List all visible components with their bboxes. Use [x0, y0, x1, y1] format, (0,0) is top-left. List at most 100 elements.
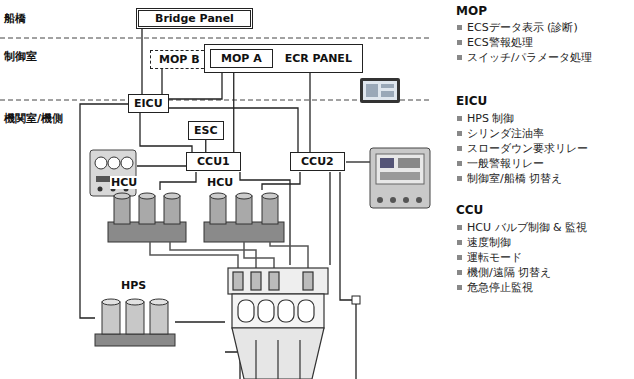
hps-pump: [126, 302, 144, 334]
process-box: ESC: [188, 121, 224, 140]
engine-valve: [303, 272, 313, 290]
engine-block: [232, 294, 324, 328]
monitor-panel: [366, 84, 378, 97]
cable-gland: [403, 197, 409, 203]
hp-pipe: [270, 242, 308, 268]
bullet-text: スローダウン要求リレー: [467, 142, 588, 155]
bullet-text: 制御室/船橋 切替え: [467, 172, 562, 185]
wire: [329, 172, 330, 265]
hcu-block: [108, 222, 186, 242]
node-label: MOP B: [159, 53, 200, 66]
wire: [340, 172, 356, 379]
hcu-cylinder-top: [210, 193, 226, 199]
bullet-square: [457, 146, 462, 151]
engine-drawing: [228, 268, 328, 379]
box-module: [380, 172, 420, 180]
box-board: [376, 154, 424, 184]
panel-body: [90, 150, 136, 196]
connector-line: [161, 69, 162, 94]
part-label: HCU: [206, 176, 234, 189]
bullet-text: HCU バルブ制御 & 監視: [467, 221, 587, 234]
wire: [262, 172, 300, 190]
engine-top: [228, 268, 328, 294]
bullet-text: ECS警報処理: [467, 36, 533, 49]
node-label: CCU2: [301, 155, 334, 168]
hcu-block: [204, 222, 284, 242]
bullet-square: [457, 270, 462, 275]
part-label: HPS: [120, 279, 147, 292]
monitor-icon: [360, 78, 400, 103]
node-label: Bridge Panel: [155, 12, 234, 25]
hcu-cylinder: [164, 196, 180, 224]
hps-pump-top: [102, 299, 120, 305]
process-box: MOP A: [210, 49, 273, 68]
bullet-text: 危急停止監視: [467, 281, 533, 294]
section-heading: EICU: [456, 94, 487, 108]
gauge: [121, 157, 133, 169]
bullet-text: ECSデータ表示 (診断): [467, 21, 578, 34]
bullet-square: [457, 25, 462, 30]
sensor-box: [352, 296, 360, 304]
pipe-group: [150, 242, 308, 268]
zone-divider: [0, 38, 432, 39]
hcu-cylinder-top: [164, 193, 180, 199]
bullet-group: [457, 25, 462, 290]
bullet-square: [457, 255, 462, 260]
bullet-square: [457, 225, 462, 230]
section-heading: CCU: [456, 203, 483, 217]
hcu-cylinder-top: [236, 193, 252, 199]
engine-cylinder: [298, 300, 314, 322]
box-module: [380, 158, 394, 168]
hps-pump: [102, 302, 120, 334]
box-module: [398, 158, 420, 168]
engine-valve: [233, 272, 243, 290]
connector-line: [233, 73, 234, 152]
monitor-screen: [363, 81, 397, 100]
hcu-cylinder: [210, 196, 226, 224]
panel-button: [98, 187, 103, 192]
hcu-cylinder-top: [262, 193, 278, 199]
panel-box: ECR PANEL MOP A: [204, 44, 363, 73]
node-label: CCU1: [197, 155, 230, 168]
node-label: EICU: [134, 97, 163, 110]
bullet-square: [457, 55, 462, 60]
bullet-square: [457, 40, 462, 45]
cable-gland: [377, 197, 383, 203]
node-label: ECR PANEL: [285, 52, 352, 65]
hcu-cylinder: [114, 196, 130, 224]
hcu-cylinder: [262, 196, 278, 224]
bullet-text: スイッチ/パラメータ処理: [467, 51, 592, 64]
zone-label: 制御室: [4, 50, 37, 63]
connector-line: [309, 73, 310, 152]
connector-line: [169, 108, 298, 152]
engine-cylinder: [278, 300, 294, 322]
wire-group: [80, 104, 370, 379]
hps-pump-top: [150, 299, 168, 305]
bullet-text: 一般警報リレー: [467, 157, 544, 170]
bullet-square: [457, 285, 462, 290]
panel-box: Bridge Panel: [136, 8, 253, 29]
monitor-frame: [360, 78, 400, 103]
wire: [160, 172, 196, 190]
bullet-text: 機側/遠隔 切替え: [467, 266, 551, 279]
bullet-square: [457, 131, 462, 136]
local-panel-icon: [90, 150, 136, 196]
connector-line: [140, 113, 192, 152]
process-box: EICU: [128, 94, 169, 113]
gauge: [95, 157, 107, 169]
engine-frame: [232, 328, 324, 379]
hcu-cylinder: [139, 196, 155, 224]
engine-valve: [251, 272, 261, 290]
process-box: CCU2: [290, 152, 345, 171]
hcu-cylinder-top: [114, 193, 130, 199]
hps-unit: [95, 299, 175, 346]
bullet-square: [457, 176, 462, 181]
wire: [137, 165, 186, 166]
hcu-unit: [108, 193, 186, 242]
engine-cylinder: [238, 300, 254, 322]
node-label: MOP A: [221, 52, 262, 65]
optional-box: MOP B: [150, 50, 209, 69]
bullet-text: シリンダ注油率: [467, 127, 544, 140]
box-body: [370, 148, 430, 208]
